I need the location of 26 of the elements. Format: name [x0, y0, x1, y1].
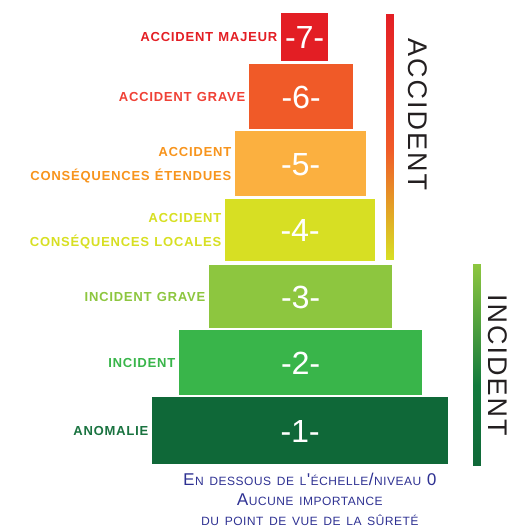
category-label: INCIDENT [483, 294, 510, 438]
level-number: -6- [281, 80, 321, 112]
level-label: ANOMALIE [72, 422, 149, 440]
level-label: ACCIDENT CONSÉQUENCES ÉTENDUES [29, 142, 232, 184]
level-bar [281, 13, 328, 61]
level-label: INCIDENT [107, 354, 176, 372]
level-label: ACCIDENT GRAVE [118, 88, 246, 106]
level-label: INCIDENT GRAVE [84, 288, 206, 306]
level-bar [152, 397, 448, 464]
level-number: -7- [284, 21, 324, 53]
category-label: ACCIDENT [403, 38, 430, 192]
level-number: -2- [280, 346, 320, 378]
footnote-text: du point de vue de la sûreté [200, 510, 420, 528]
level-bar [209, 265, 392, 328]
level-number: -1- [280, 414, 320, 446]
level-number: -4- [280, 214, 320, 246]
level-bar [179, 330, 422, 395]
level-number: -5- [280, 148, 320, 180]
footnote-text: En dessous de l'échelle/niveau 0 [182, 470, 438, 490]
level-label: ACCIDENT CONSÉQUENCES LOCALES [28, 209, 222, 251]
level-number: -3- [280, 280, 320, 312]
footnote-text: Aucune importance [236, 490, 384, 510]
level-bar [225, 199, 375, 261]
level-bar [249, 64, 353, 129]
level-bar [235, 131, 366, 196]
level-label: ACCIDENT MAJEUR [139, 28, 278, 46]
